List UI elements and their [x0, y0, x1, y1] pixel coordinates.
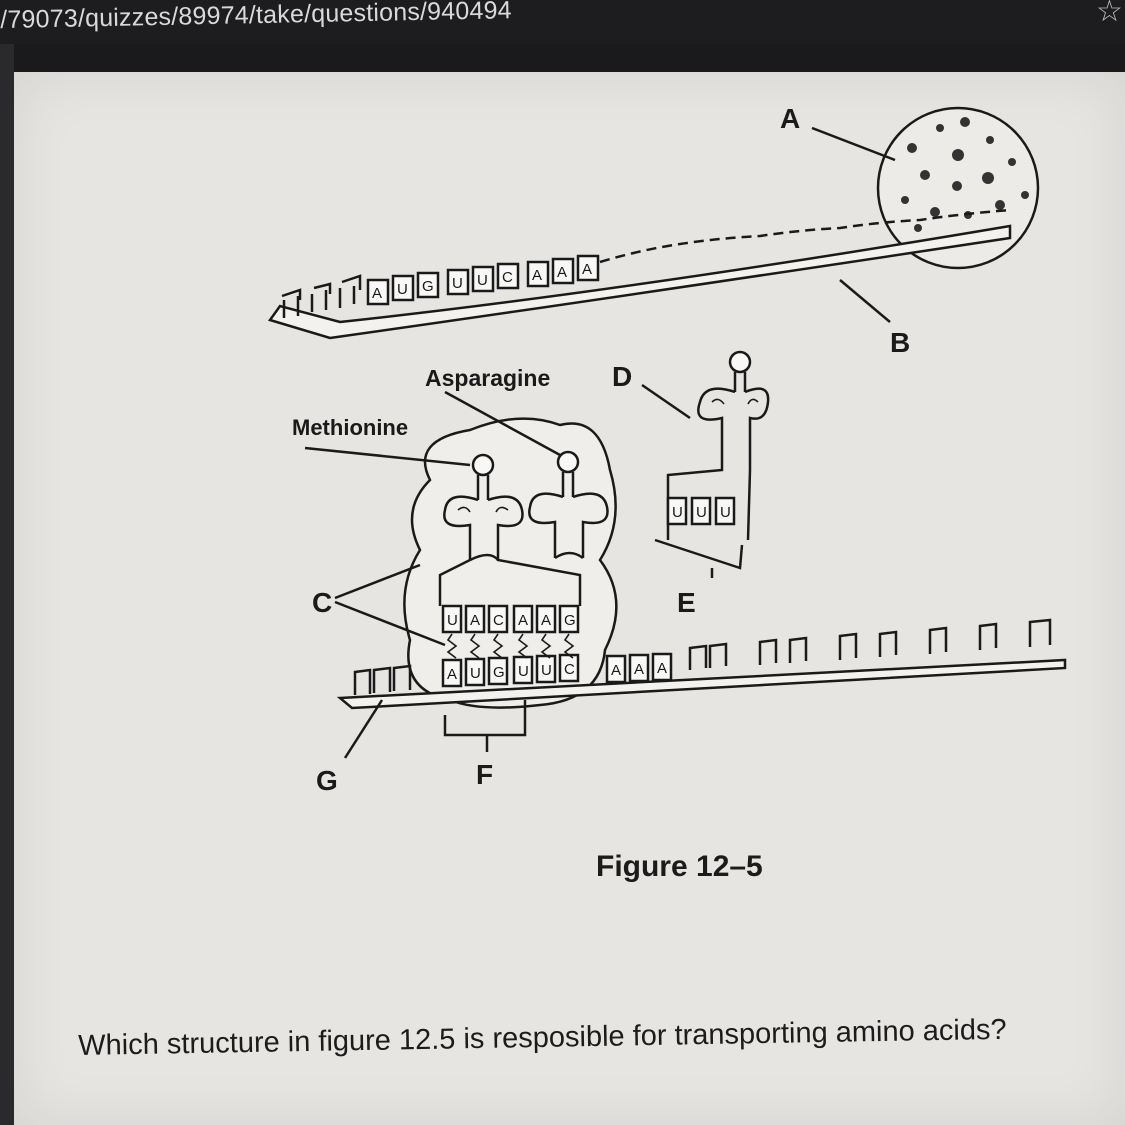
top-base: A: [532, 267, 542, 284]
top-base-box: [416, 271, 440, 299]
top-base-box: [471, 265, 495, 293]
lower-mrna-codons: [441, 652, 673, 688]
top-base: A: [557, 264, 567, 281]
anticodon-box: [512, 604, 534, 634]
lower-base: A: [611, 662, 621, 679]
label-methionine: Methionine: [292, 415, 408, 440]
free-trna-base: U: [672, 504, 683, 521]
label-g: G: [316, 765, 338, 796]
anticodon-base: U: [447, 612, 458, 629]
lower-base: A: [657, 660, 667, 677]
trna-asparagine: [528, 450, 609, 560]
lower-base-box: [512, 655, 534, 685]
browser-address-bar[interactable]: /79073/quizzes/89974/take/questions/9404…: [0, 0, 1125, 44]
anticodon-base: C: [493, 612, 504, 629]
anticodon-base: A: [470, 612, 480, 629]
top-base: U: [397, 281, 408, 298]
free-trna-base: U: [696, 504, 707, 521]
top-base-box: [366, 278, 390, 306]
lower-base: A: [634, 661, 644, 678]
anticodon-box: [558, 604, 580, 634]
top-base-box: [526, 260, 550, 288]
top-base-box: [496, 262, 520, 290]
lower-base: U: [541, 662, 552, 679]
label-asparagine: Asparagine: [425, 365, 550, 391]
lower-base-box: [441, 658, 463, 688]
lower-base-box: [487, 656, 509, 686]
lower-base-box: [651, 652, 673, 682]
top-base: G: [422, 278, 434, 295]
anticodon-boxes: [441, 604, 580, 634]
lower-base: A: [447, 666, 457, 683]
trna-methionine: [438, 453, 582, 606]
lower-base-box: [464, 657, 486, 687]
anticodon-base: G: [564, 612, 576, 629]
anticodon-base: A: [518, 612, 528, 629]
top-base-box: [551, 257, 575, 285]
anticodon-box: [441, 604, 463, 634]
label-e: E: [677, 587, 696, 618]
top-base: U: [452, 275, 463, 292]
top-base: A: [372, 285, 382, 302]
free-trna-box: [690, 496, 712, 526]
anticodon-box: [535, 604, 557, 634]
top-mrna-codons: [366, 254, 600, 306]
lower-base: G: [493, 664, 505, 681]
label-c: C: [312, 587, 332, 618]
figure-caption: Figure 12–5: [596, 850, 763, 883]
free-trna-base: U: [720, 504, 731, 521]
star-icon[interactable]: ☆: [1096, 0, 1123, 28]
label-b: B: [890, 327, 910, 358]
top-base: A: [582, 261, 592, 278]
top-base-box: [446, 268, 470, 296]
trna-free: [654, 350, 770, 570]
lower-base: U: [518, 663, 529, 680]
label-a: A: [780, 103, 800, 134]
lower-base-box: [605, 654, 627, 684]
lower-base: U: [470, 665, 481, 682]
top-base: U: [477, 272, 488, 289]
free-trna-box: [666, 496, 688, 526]
lower-base: C: [564, 661, 575, 678]
label-d: D: [612, 361, 632, 392]
top-base: C: [502, 269, 513, 286]
anticodon-base: A: [541, 612, 551, 629]
anticodon-box: [487, 604, 509, 634]
screen-edge-shade: [0, 44, 14, 1125]
lower-base-box: [535, 654, 557, 684]
anticodon-box: [464, 604, 486, 634]
label-f: F: [476, 759, 493, 790]
free-trna-box: [714, 496, 736, 526]
lower-base-box: [628, 653, 650, 683]
top-base-box: [576, 254, 600, 282]
top-base-box: [391, 274, 415, 302]
